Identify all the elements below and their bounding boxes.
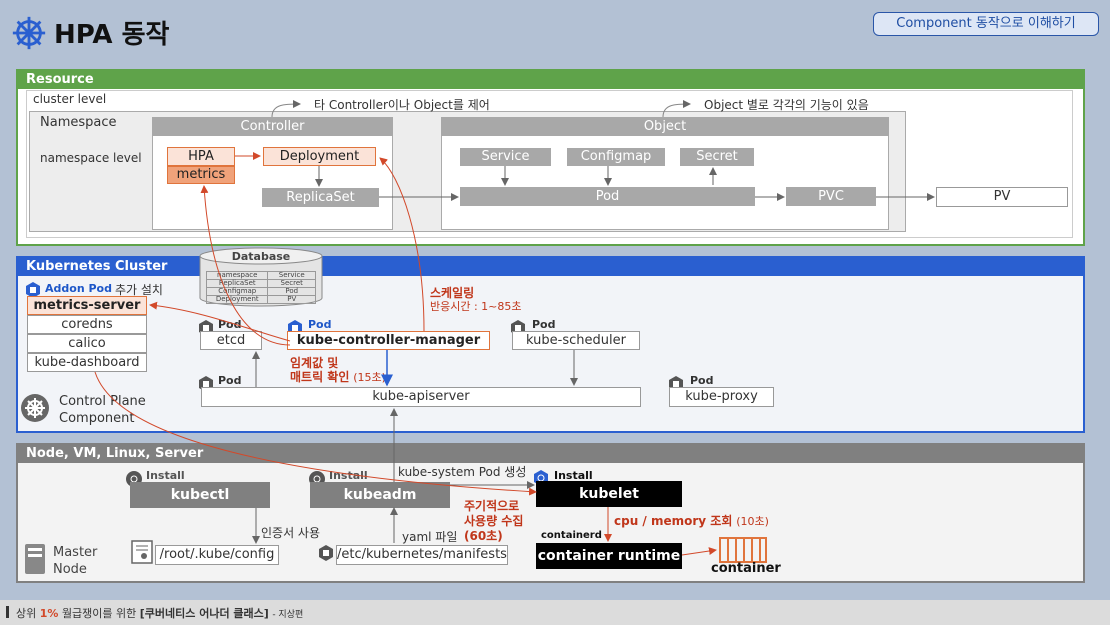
kubectl-box: kubectl [130, 482, 270, 508]
control-plane-icon [21, 394, 49, 422]
etcd-pod-label: Pod [218, 318, 242, 331]
database-row: Deployment PV [206, 296, 316, 304]
kubernetes-wheel-icon [12, 16, 46, 50]
manifests-icon [319, 545, 333, 561]
footer-accent [6, 606, 9, 618]
server-icon [25, 544, 45, 574]
pvc-box: PVC [786, 187, 876, 206]
system-pod-label: kube-system Pod 생성 [398, 465, 527, 479]
controller-header: Controller [152, 117, 393, 136]
cluster-level-box [26, 90, 1073, 238]
node-header: Node, VM, Linux, Server [18, 445, 1083, 463]
configmap-box: Configmap [567, 148, 665, 166]
namespace-label: Namespace [40, 115, 117, 130]
secret-box: Secret [680, 148, 754, 166]
response-time-label: 반응시간 : 1~85초 [430, 300, 522, 313]
service-box: Service [460, 148, 551, 166]
namespace-level-label: namespace level [40, 151, 142, 165]
manifests-path: /etc/kubernetes/manifests [336, 545, 508, 565]
scheduler-pod-label: Pod [532, 318, 556, 331]
kubeadm-install-label: Install [329, 469, 368, 482]
kube-dashboard-box: kube-dashboard [27, 353, 147, 372]
periodic-label-2: 사용량 수집 [464, 514, 524, 528]
footer-text: 상위 1% 월급쟁이를 위한 [쿠버네티스 어나더 클래스] - 지상편 [16, 607, 304, 620]
kube-scheduler-box: kube-scheduler [512, 331, 640, 350]
control-plane-label-2: Component [59, 411, 135, 426]
etcd-box: etcd [200, 331, 262, 350]
kubelet-install-label: Install [554, 469, 593, 482]
pod-box: Pod [460, 187, 755, 206]
cert-use-label: 인증서 사용 [261, 526, 321, 540]
database-table: namespace Service ReplicaSet Secret Conf… [206, 271, 316, 304]
master-node-label-2: Node [53, 562, 87, 577]
footer-bar [0, 600, 1110, 625]
container-runtime-box: container runtime [536, 543, 682, 569]
metric-check-label: 매트릭 확인 (15초) [290, 370, 386, 384]
kube-apiserver-box: kube-apiserver [201, 387, 641, 407]
controller-note: 타 Controller이나 Object를 제어 [314, 98, 490, 112]
kubectl-install-label: Install [146, 469, 185, 482]
coredns-box: coredns [27, 315, 147, 334]
kube-config-path: /root/.kube/config [155, 545, 279, 565]
apiserver-pod-label: Pod [218, 374, 242, 387]
addon-pod-label: Addon Pod [45, 282, 112, 295]
page-title: HPA 동작 [54, 20, 170, 50]
replicaset-box: ReplicaSet [262, 188, 379, 207]
resource-header: Resource [18, 71, 1083, 89]
scaling-label: 스케일링 [430, 286, 475, 300]
deployment-box: Deployment [263, 147, 376, 166]
master-node-label-1: Master [53, 545, 98, 560]
yaml-file-label: yaml 파일 [402, 530, 458, 544]
container-label: container [711, 561, 781, 576]
calico-box: calico [27, 334, 147, 353]
addon-pod-icon [26, 282, 40, 298]
object-header: Object [441, 117, 889, 136]
pv-box: PV [936, 187, 1068, 207]
metrics-server-box: metrics-server [27, 296, 147, 315]
threshold-label: 임계값 및 [290, 356, 339, 370]
cpu-memory-label: cpu / memory 조회 (10초) [614, 514, 769, 528]
periodic-label-1: 주기적으로 [464, 499, 520, 513]
control-plane-label-1: Control Plane [59, 394, 146, 409]
hpa-box: HPA [167, 147, 235, 166]
certificate-icon [131, 540, 153, 564]
database-title: Database [231, 250, 291, 263]
cluster-level-label: cluster level [33, 92, 107, 106]
addon-install-label: 추가 설치 [115, 283, 163, 297]
controller-manager-pod-label: Pod [308, 318, 332, 331]
component-view-button[interactable]: Component 동작으로 이해하기 [873, 12, 1099, 36]
metrics-box: metrics [167, 166, 235, 184]
kube-proxy-box: kube-proxy [669, 387, 774, 407]
containerd-logo: containerd [541, 530, 602, 541]
kube-controller-manager-box: kube-controller-manager [287, 331, 490, 350]
object-note: Object 별로 각각의 기능이 있음 [704, 98, 869, 112]
container-icon [719, 537, 767, 563]
periodic-label-3: (60초) [464, 529, 503, 543]
kubeadm-box: kubeadm [310, 482, 450, 508]
cluster-header: Kubernetes Cluster [18, 258, 1083, 276]
proxy-pod-label: Pod [690, 374, 714, 387]
kubelet-box: kubelet [536, 481, 682, 507]
